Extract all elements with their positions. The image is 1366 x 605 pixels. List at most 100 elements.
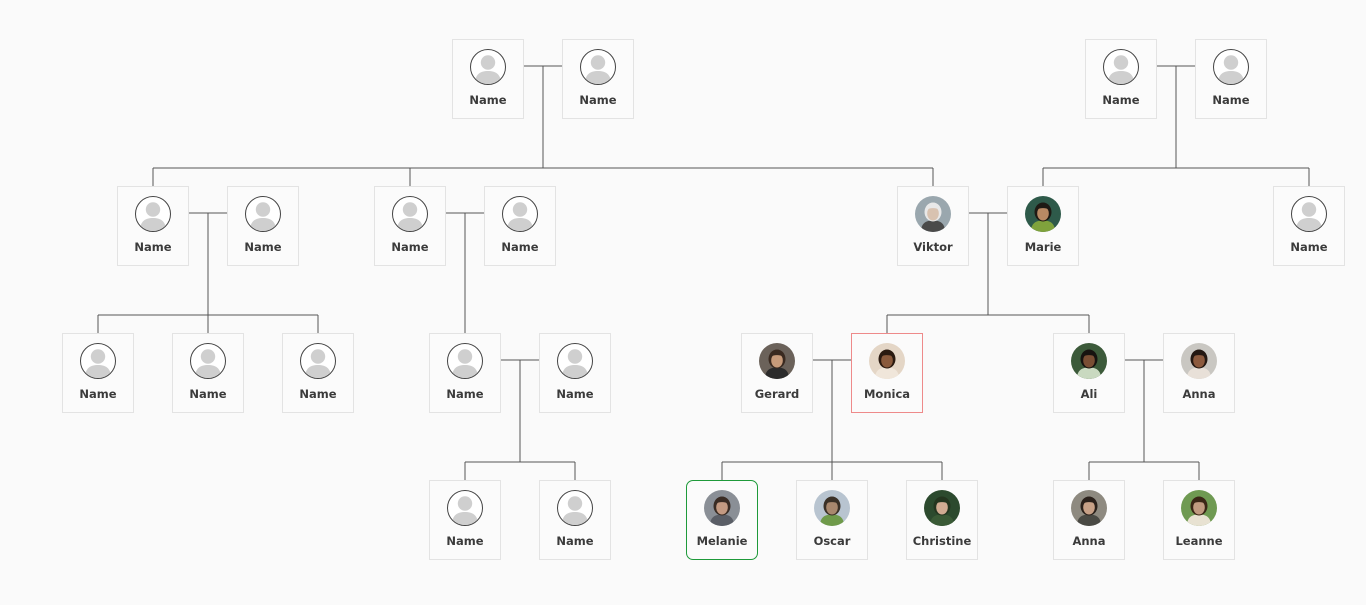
person-name: Anna [1182,387,1216,401]
person-silhouette-icon [585,55,611,84]
person-name: Gerard [754,387,800,401]
avatar-placeholder [1291,196,1327,232]
person-card-unnamed[interactable]: Name [429,480,501,560]
avatar-placeholder [580,49,616,85]
person-card-unnamed[interactable]: Name [374,186,446,266]
portrait-photo [1181,490,1217,526]
person-silhouette-icon [195,349,221,378]
person-name: Name [244,240,282,254]
portrait-photo [915,196,951,232]
person-silhouette-icon [1296,202,1322,231]
person-name: Ali [1080,387,1098,401]
avatar-placeholder [502,196,538,232]
avatar-photo [1181,490,1217,526]
avatar-photo [1071,343,1107,379]
person-silhouette-icon [1108,55,1134,84]
person-card-unnamed[interactable]: Name [1273,186,1345,266]
person-card-unnamed[interactable]: Name [484,186,556,266]
person-name: Name [446,534,484,548]
portrait-photo [704,490,740,526]
portrait-photo [869,343,905,379]
person-name: Name [469,93,507,107]
person-name: Name [79,387,117,401]
avatar-photo [1071,490,1107,526]
person-silhouette-icon [397,202,423,231]
person-silhouette-icon [507,202,533,231]
portrait-photo [924,490,960,526]
person-name: Name [501,240,539,254]
person-card-viktor[interactable]: Viktor [897,186,969,266]
person-card-unnamed[interactable]: Name [117,186,189,266]
person-card-unnamed[interactable]: Name [452,39,524,119]
person-card-monica[interactable]: Monica [851,333,923,413]
avatar-photo [1181,343,1217,379]
person-name: Name [299,387,337,401]
person-name: Name [556,387,594,401]
person-card-leanne[interactable]: Leanne [1163,480,1235,560]
person-card-unnamed[interactable]: Name [172,333,244,413]
avatar-placeholder [392,196,428,232]
portrait-photo [759,343,795,379]
person-silhouette-icon [452,496,478,525]
avatar-placeholder [447,490,483,526]
person-name: Name [579,93,617,107]
avatar-placeholder [1103,49,1139,85]
avatar-placeholder [557,343,593,379]
person-silhouette-icon [1218,55,1244,84]
portrait-photo [1071,343,1107,379]
person-name: Name [1290,240,1328,254]
avatar-placeholder [245,196,281,232]
person-name: Melanie [696,534,748,548]
person-card-melanie[interactable]: Melanie [686,480,758,560]
avatar-photo [1025,196,1061,232]
avatar-placeholder [1213,49,1249,85]
person-card-anna[interactable]: Anna [1053,480,1125,560]
person-name: Name [446,387,484,401]
person-name: Leanne [1175,534,1223,548]
avatar-photo [759,343,795,379]
person-card-unnamed[interactable]: Name [539,480,611,560]
person-silhouette-icon [562,496,588,525]
avatar-photo [704,490,740,526]
avatar-photo [915,196,951,232]
person-card-unnamed[interactable]: Name [1085,39,1157,119]
person-name: Name [391,240,429,254]
avatar-placeholder [447,343,483,379]
portrait-photo [1025,196,1061,232]
person-silhouette-icon [452,349,478,378]
person-silhouette-icon [85,349,111,378]
person-card-unnamed[interactable]: Name [282,333,354,413]
person-card-marie[interactable]: Marie [1007,186,1079,266]
person-card-unnamed[interactable]: Name [429,333,501,413]
person-silhouette-icon [250,202,276,231]
portrait-photo [814,490,850,526]
person-card-christine[interactable]: Christine [906,480,978,560]
person-name: Name [1212,93,1250,107]
person-name: Name [556,534,594,548]
person-name: Anna [1072,534,1106,548]
person-card-unnamed[interactable]: Name [562,39,634,119]
person-card-ali[interactable]: Ali [1053,333,1125,413]
person-card-unnamed[interactable]: Name [227,186,299,266]
person-card-anna[interactable]: Anna [1163,333,1235,413]
avatar-placeholder [300,343,336,379]
person-card-unnamed[interactable]: Name [62,333,134,413]
person-silhouette-icon [562,349,588,378]
person-card-unnamed[interactable]: Name [539,333,611,413]
person-card-oscar[interactable]: Oscar [796,480,868,560]
person-silhouette-icon [305,349,331,378]
portrait-photo [1181,343,1217,379]
person-card-unnamed[interactable]: Name [1195,39,1267,119]
avatar-placeholder [135,196,171,232]
person-name: Name [189,387,227,401]
avatar-placeholder [470,49,506,85]
avatar-placeholder [80,343,116,379]
person-name: Monica [863,387,911,401]
person-name: Oscar [813,534,851,548]
person-card-gerard[interactable]: Gerard [741,333,813,413]
person-name: Marie [1024,240,1062,254]
portrait-photo [1071,490,1107,526]
person-name: Name [134,240,172,254]
